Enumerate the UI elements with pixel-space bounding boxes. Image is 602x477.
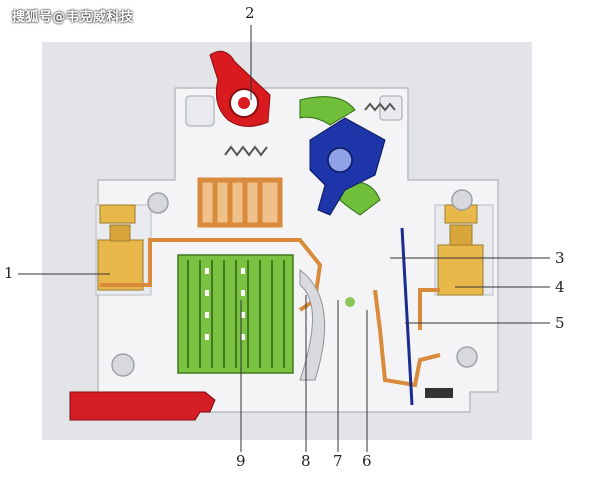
watermark: 搜狐号@韦克威科技 bbox=[12, 10, 134, 25]
callout-7: 7 bbox=[333, 452, 343, 470]
trip-mechanism bbox=[309, 117, 386, 216]
leader-lines bbox=[18, 25, 550, 452]
callout-5: 5 bbox=[555, 314, 565, 332]
callout-6: 6 bbox=[362, 452, 372, 470]
callout-8: 8 bbox=[301, 452, 311, 470]
springs bbox=[224, 102, 396, 157]
din-rail-clip bbox=[69, 391, 216, 421]
callout-3: 3 bbox=[555, 249, 565, 267]
callout-1: 1 bbox=[4, 264, 14, 282]
screw-holes bbox=[111, 189, 478, 377]
callout-9: 9 bbox=[236, 452, 246, 470]
arc-runner bbox=[299, 268, 355, 381]
electromagnetic-coil bbox=[197, 177, 283, 228]
callout-4: 4 bbox=[555, 278, 565, 296]
right-terminal bbox=[434, 204, 494, 296]
arc-chute bbox=[177, 254, 294, 374]
latch-lever bbox=[299, 96, 381, 216]
left-terminal bbox=[95, 204, 152, 296]
operating-handle bbox=[209, 50, 271, 127]
callout-2: 2 bbox=[245, 4, 255, 22]
adjustment-screw bbox=[425, 388, 453, 398]
